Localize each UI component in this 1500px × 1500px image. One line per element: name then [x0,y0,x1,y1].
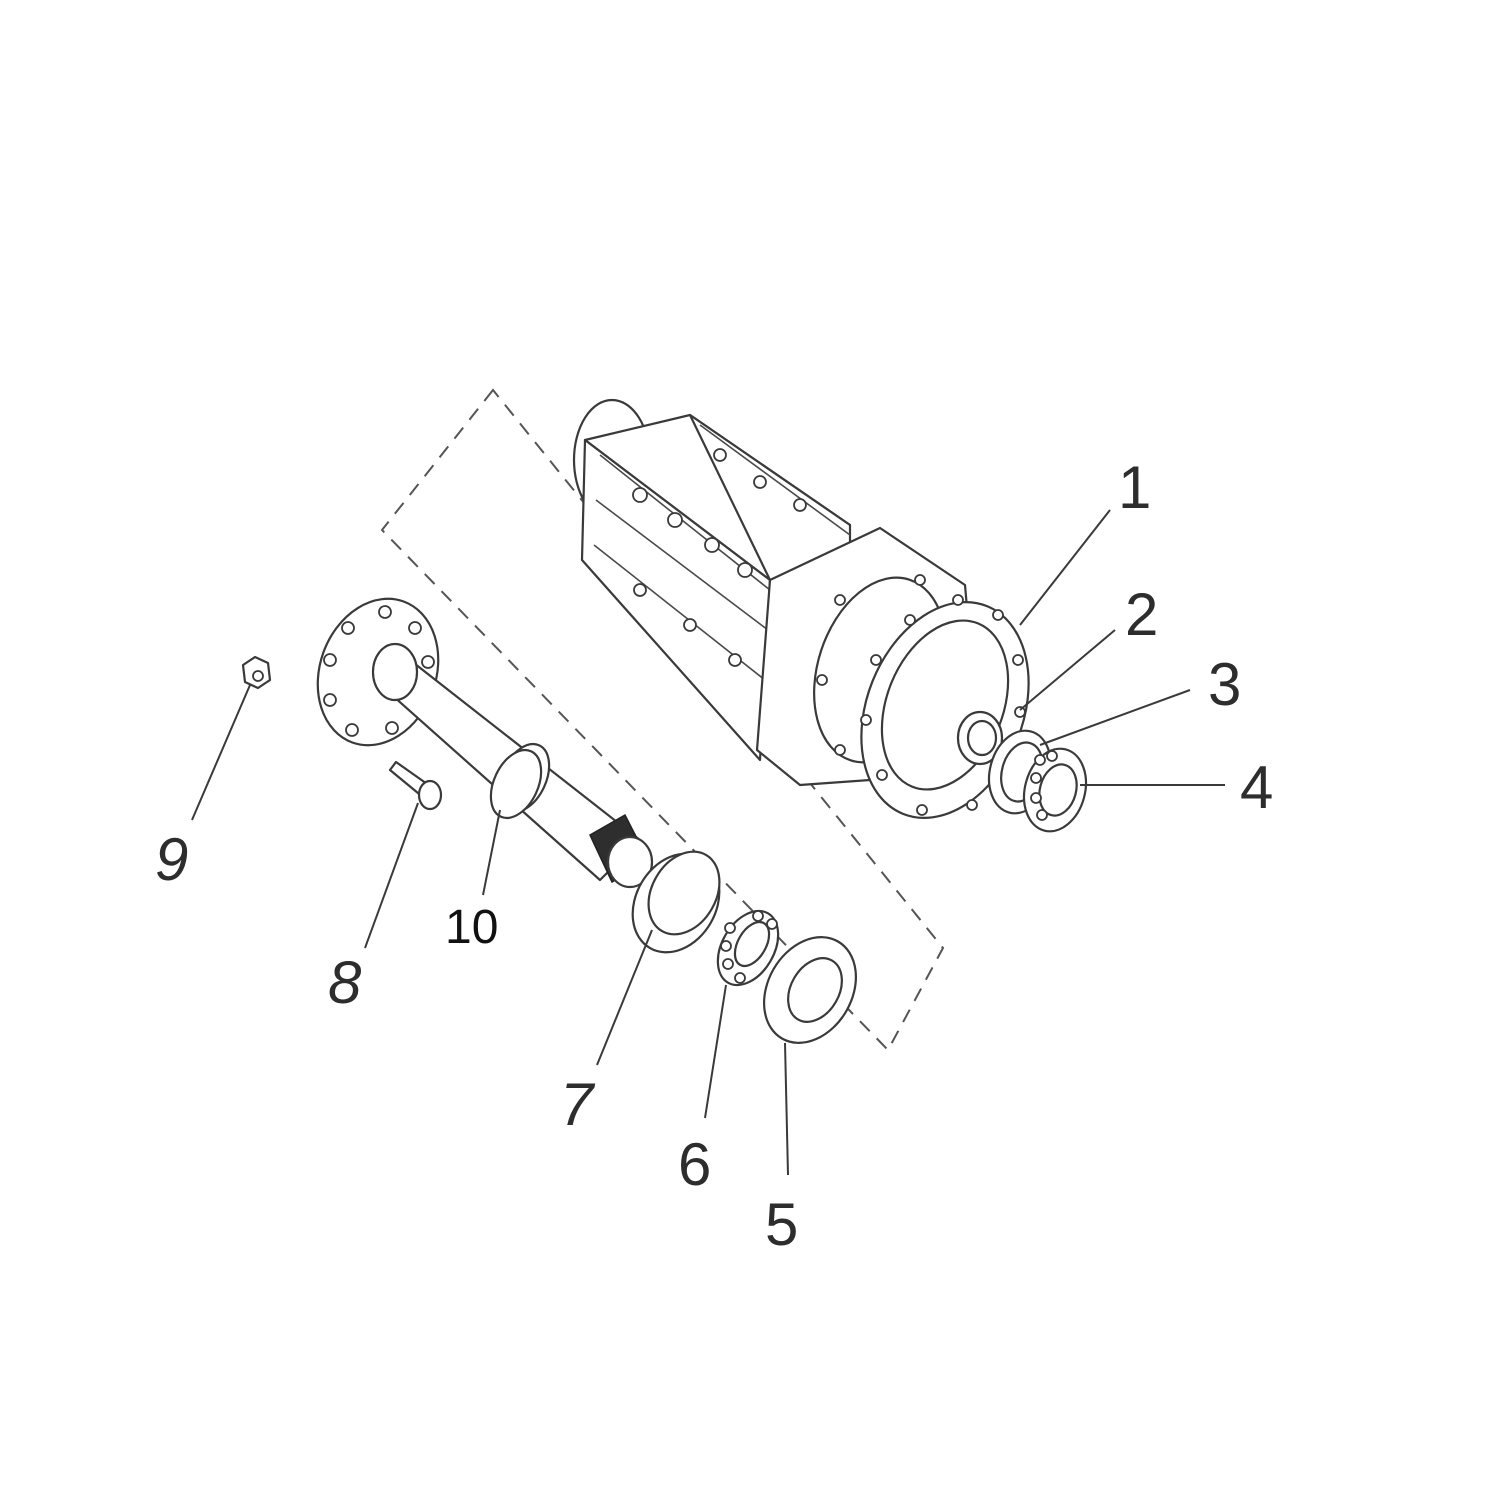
axle-shaft-icon [316,597,654,889]
callout-3: 3 [1208,651,1241,718]
callout-10: 10 [445,901,498,954]
lug-nut-icon [241,655,272,690]
callout-2: 2 [1125,581,1158,648]
wheel-stud-icon [388,760,443,811]
bearing-race-icon [631,850,721,954]
callout-7: 7 [560,1071,596,1138]
callout-8: 8 [328,949,362,1016]
leader-lines [191,509,1225,1176]
callout-1: 1 [1118,454,1151,521]
callout-6: 6 [678,1131,711,1198]
callout-9: 9 [155,826,188,893]
outer-seal-icon [762,936,858,1044]
tapered-roller-bearing-icon [1022,747,1088,833]
tapered-roller-bearing-icon [716,909,780,987]
callout-4: 4 [1240,754,1273,821]
oil-seal-icon [956,710,1004,766]
callout-5: 5 [765,1191,798,1258]
